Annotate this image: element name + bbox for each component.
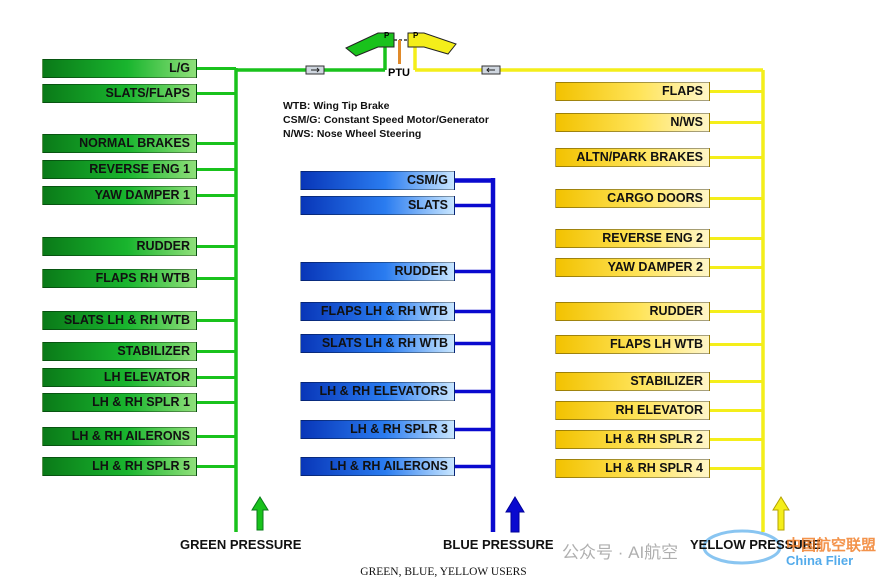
yellow-user-box: FLAPS <box>555 82 710 101</box>
green-pump-mark: P <box>384 31 390 40</box>
legend-nws: N/WS: Nose Wheel Steering <box>283 128 422 140</box>
yellow-user-box: CARGO DOORS <box>555 189 710 208</box>
green-user-box: LH ELEVATOR <box>42 368 197 387</box>
blue-pressure-arrow-icon <box>505 496 525 533</box>
green-user-box: REVERSE ENG 1 <box>42 160 197 179</box>
figure-caption: GREEN, BLUE, YELLOW USERS <box>360 566 527 578</box>
blue-user-box: LH & RH SPLR 3 <box>300 420 455 439</box>
green-pressure-arrow-icon <box>251 496 269 531</box>
ptu-shaft-icon <box>398 40 401 64</box>
legend-wtb: WTB: Wing Tip Brake <box>283 100 390 112</box>
ptu-label: PTU <box>388 67 410 79</box>
yellow-user-box: STABILIZER <box>555 372 710 391</box>
green-check-valve-arrow <box>311 67 320 73</box>
yellow-user-box: RUDDER <box>555 302 710 321</box>
watermark-logo-icon <box>702 529 782 565</box>
green-pump-icon <box>345 32 395 57</box>
green-user-box: FLAPS RH WTB <box>42 269 197 288</box>
green-user-box: YAW DAMPER 1 <box>42 186 197 205</box>
blue-user-box: LH & RH AILERONS <box>300 457 455 476</box>
yellow-pump-mark: P <box>413 31 419 40</box>
watermark-logo-subtext: China Flier <box>786 553 854 568</box>
yellow-user-box: YAW DAMPER 2 <box>555 258 710 277</box>
yellow-user-box: RH ELEVATOR <box>555 401 710 420</box>
yellow-user-box: N/WS <box>555 113 710 132</box>
yellow-pump-icon <box>407 32 457 55</box>
blue-user-box: CSM/G <box>300 171 455 190</box>
green-user-box: LH & RH AILERONS <box>42 427 197 446</box>
blue-user-box: SLATS LH & RH WTB <box>300 334 455 353</box>
yellow-user-box: ALTN/PARK BRAKES <box>555 148 710 167</box>
blue-pressure-label: BLUE PRESSURE <box>443 537 554 552</box>
yellow-user-box: LH & RH SPLR 2 <box>555 430 710 449</box>
yellow-user-box: LH & RH SPLR 4 <box>555 459 710 478</box>
green-user-box: STABILIZER <box>42 342 197 361</box>
blue-user-box: RUDDER <box>300 262 455 281</box>
green-user-box: NORMAL BRAKES <box>42 134 197 153</box>
green-user-box: RUDDER <box>42 237 197 256</box>
watermark-logo-text: 中国航空联盟 <box>786 537 877 554</box>
green-user-box: L/G <box>42 59 197 78</box>
green-user-box: SLATS/FLAPS <box>42 84 197 103</box>
blue-user-box: FLAPS LH & RH WTB <box>300 302 455 321</box>
yellow-user-box: FLAPS LH WTB <box>555 335 710 354</box>
yellow-user-box: REVERSE ENG 2 <box>555 229 710 248</box>
blue-user-box: LH & RH ELEVATORS <box>300 382 455 401</box>
watermark-text: 公众号 · AI航空 <box>562 543 679 562</box>
green-user-box: LH & RH SPLR 1 <box>42 393 197 412</box>
green-user-box: LH & RH SPLR 5 <box>42 457 197 476</box>
yellow-pressure-label: YELLOW PRESSURE <box>690 537 821 552</box>
blue-user-box: SLATS <box>300 196 455 215</box>
yellow-pressure-arrow-icon <box>772 496 790 531</box>
legend-csmg: CSM/G: Constant Speed Motor/Generator <box>283 114 489 126</box>
yellow-check-valve-arrow <box>486 67 495 73</box>
green-user-box: SLATS LH & RH WTB <box>42 311 197 330</box>
green-pressure-label: GREEN PRESSURE <box>180 537 302 552</box>
